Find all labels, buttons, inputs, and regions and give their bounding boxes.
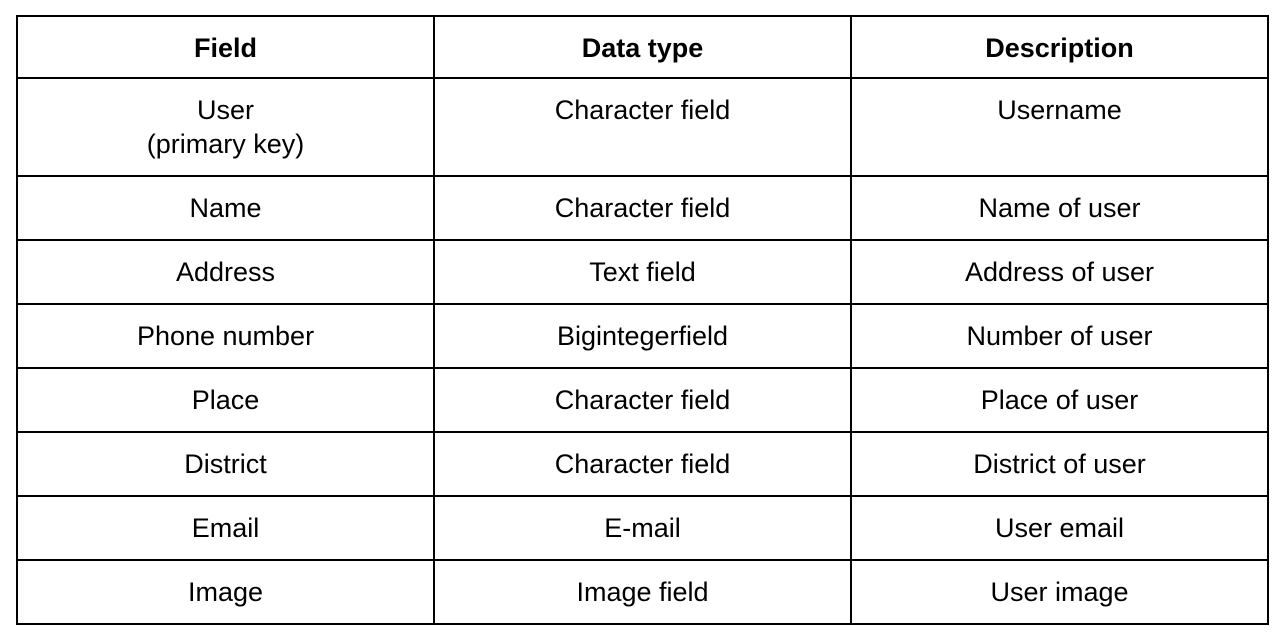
cell-text: Character field: [554, 193, 731, 223]
cell-data-type: Text field: [433, 239, 852, 305]
table-row: Name Character field Name of user: [16, 175, 1269, 241]
header-field: Field: [16, 15, 435, 79]
table-row: District Character field District of use…: [16, 431, 1269, 497]
cell-data-type: Character field: [433, 367, 852, 433]
cell-text: Address of user: [964, 257, 1155, 287]
table-row: Address Text field Address of user: [16, 239, 1269, 305]
cell-field: District: [16, 431, 435, 497]
fields-table: Field Data type Description User (primar…: [16, 15, 1269, 625]
cell-field: User (primary key): [16, 77, 435, 177]
table-header-row: Field Data type Description: [16, 15, 1269, 79]
table-row: User (primary key) Character field Usern…: [16, 77, 1269, 177]
cell-text: District of user: [973, 449, 1146, 479]
cell-text: Place of user: [980, 385, 1139, 415]
fields-table-container: Field Data type Description User (primar…: [16, 15, 1269, 625]
cell-description: Number of user: [850, 303, 1269, 369]
cell-text: Email: [191, 513, 260, 543]
cell-text: Image field: [576, 577, 709, 607]
cell-text: Number of user: [966, 321, 1153, 351]
cell-field: Place: [16, 367, 435, 433]
cell-data-type: Image field: [433, 559, 852, 625]
cell-data-type: Bigintegerfield: [433, 303, 852, 369]
table-row: Phone number Bigintegerfield Number of u…: [16, 303, 1269, 369]
cell-field: Email: [16, 495, 435, 561]
cell-text: Username: [997, 95, 1122, 125]
cell-description: District of user: [850, 431, 1269, 497]
cell-field: Address: [16, 239, 435, 305]
cell-field: Phone number: [16, 303, 435, 369]
cell-description: Place of user: [850, 367, 1269, 433]
cell-data-type: E-mail: [433, 495, 852, 561]
cell-text: Character field: [554, 449, 731, 479]
cell-text: User image: [990, 577, 1129, 607]
cell-text: User (primary key): [146, 95, 305, 159]
cell-description: Username: [850, 77, 1269, 177]
cell-text: Character field: [554, 95, 731, 125]
cell-data-type: Character field: [433, 175, 852, 241]
cell-description: Name of user: [850, 175, 1269, 241]
cell-text: Bigintegerfield: [556, 321, 729, 351]
cell-field: Image: [16, 559, 435, 625]
table-row: Image Image field User image: [16, 559, 1269, 625]
header-data-type: Data type: [433, 15, 852, 79]
cell-text: Character field: [554, 385, 731, 415]
cell-text: Name of user: [978, 193, 1141, 223]
cell-text: Text field: [589, 257, 696, 287]
cell-text: User email: [994, 513, 1125, 543]
cell-field: Name: [16, 175, 435, 241]
cell-data-type: Character field: [433, 77, 852, 177]
cell-text: Phone number: [136, 321, 315, 351]
cell-text: Image: [187, 577, 264, 607]
cell-description: User image: [850, 559, 1269, 625]
cell-text: Place: [191, 385, 260, 415]
cell-text: E-mail: [604, 513, 681, 543]
cell-text: District: [184, 449, 267, 479]
cell-description: Address of user: [850, 239, 1269, 305]
cell-data-type: Character field: [433, 431, 852, 497]
table-row: Email E-mail User email: [16, 495, 1269, 561]
cell-text: Address: [175, 257, 276, 287]
header-description: Description: [850, 15, 1269, 79]
cell-description: User email: [850, 495, 1269, 561]
cell-text: Name: [189, 193, 262, 223]
table-row: Place Character field Place of user: [16, 367, 1269, 433]
